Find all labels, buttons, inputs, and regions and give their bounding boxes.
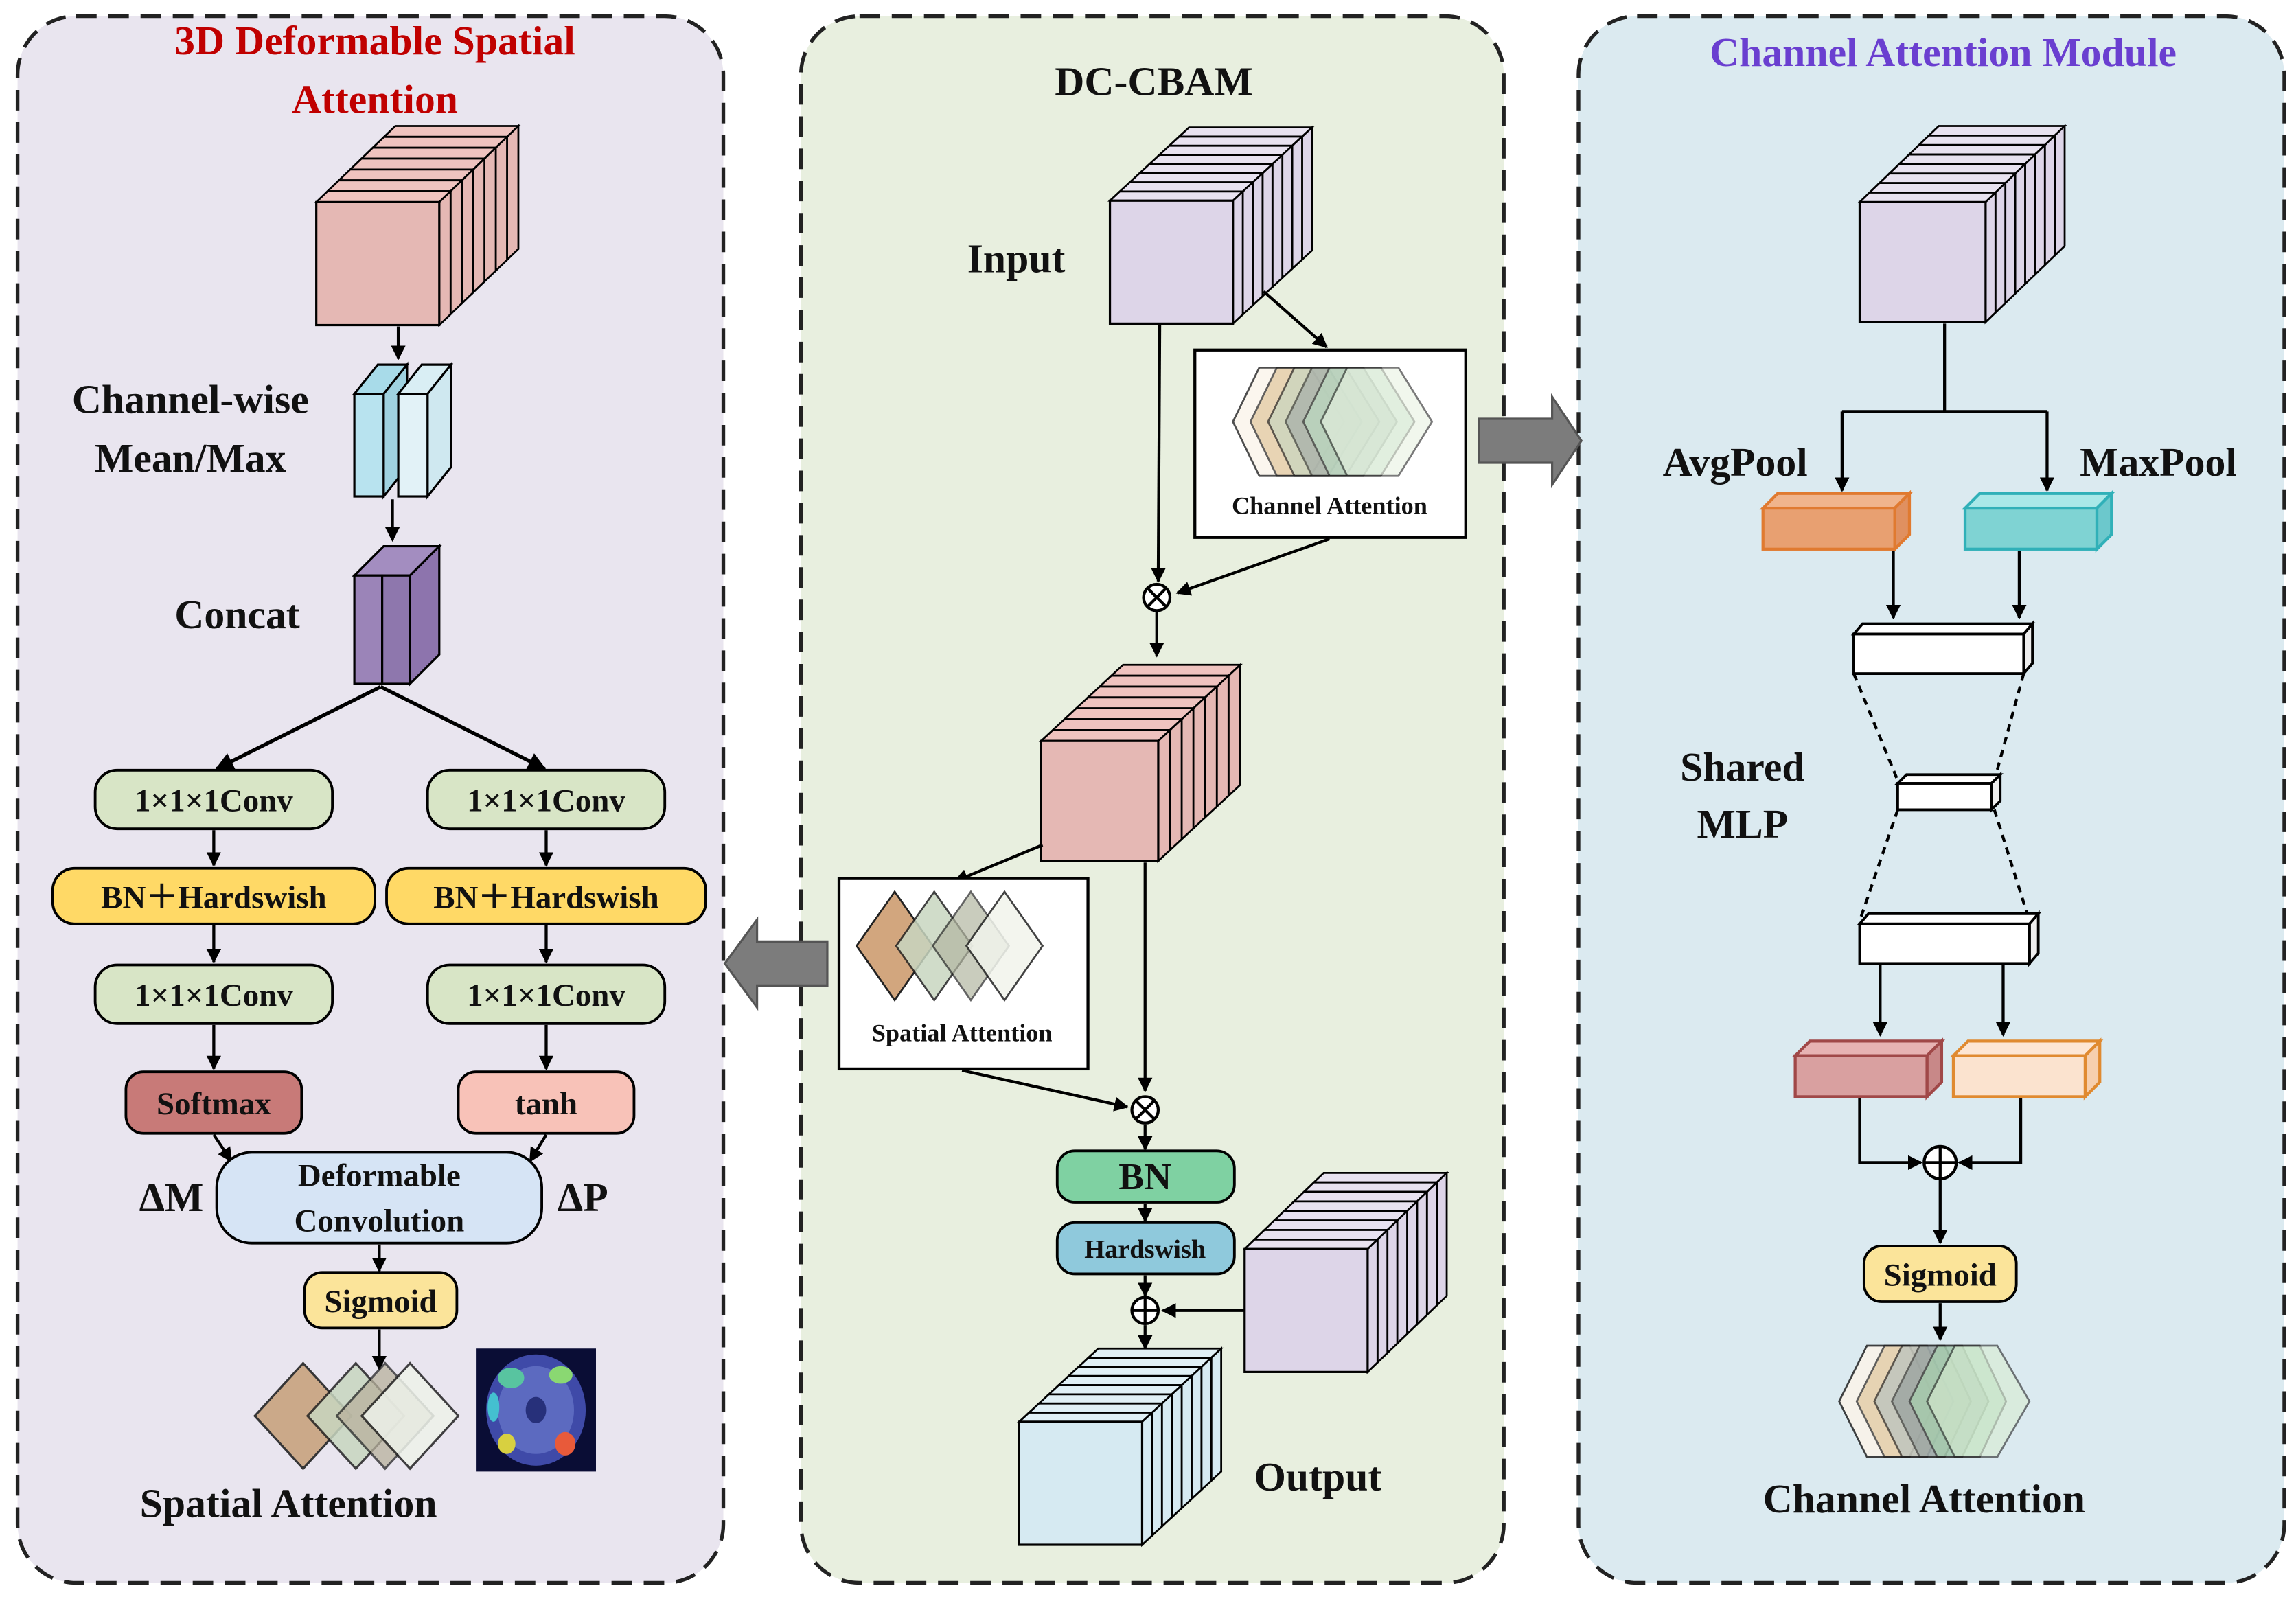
middle-intermediate-feature-stack xyxy=(1038,663,1243,864)
tanh-label: tanh xyxy=(515,1086,577,1122)
arrow-channel-att-to-mult xyxy=(1175,537,1331,596)
arrow-feature-to-spatial-att xyxy=(953,843,1044,884)
shared-mlp-label-line1: Shared xyxy=(1680,744,1804,790)
deformable-label-line1: Deformable xyxy=(298,1158,461,1194)
arrow-input-to-channel-att xyxy=(1263,290,1328,349)
multiply-icon-1 xyxy=(1142,582,1172,612)
channel-attention-box-label: Channel Attention xyxy=(1232,492,1427,520)
left-conv1-box xyxy=(93,768,334,831)
concat-block xyxy=(352,543,442,687)
multiply-icon-2 xyxy=(1130,1095,1160,1125)
shared-mlp-label-line2: MLP xyxy=(1697,801,1789,847)
left-conv1-label: 1×1×1Conv xyxy=(135,783,293,819)
maxpool-vector xyxy=(1961,490,2115,553)
middle-input-feature-stack xyxy=(1107,125,1315,326)
deformable-convolution-box xyxy=(215,1151,544,1245)
right-conv2-label: 1×1×1Conv xyxy=(467,978,625,1013)
channel-wise-label-line1: Channel-wise xyxy=(72,376,309,422)
softmax-box xyxy=(124,1070,303,1135)
right-bn-hardswish-label: BN＋Hardswish xyxy=(433,879,658,915)
arrow-tanh-deform xyxy=(529,1134,548,1163)
delta-m-label: ΔM xyxy=(139,1175,204,1220)
mlp-output-avg xyxy=(1791,1037,1946,1101)
spatial-attention-label: Spatial Attention xyxy=(140,1481,437,1526)
middle-hardswish-label: Hardswish xyxy=(1084,1235,1206,1264)
arrow-softmax-deform xyxy=(212,1134,233,1163)
middle-output-feature-stack xyxy=(1016,1346,1224,1548)
right-conv2-box xyxy=(426,963,667,1025)
arrow-spatial-att-to-mult xyxy=(961,1068,1129,1112)
middle-bn-label: BN xyxy=(1118,1155,1171,1197)
shared-mlp xyxy=(1850,620,2041,967)
channel-attention-hexagons xyxy=(1838,1344,2031,1458)
middle-hardswish-box xyxy=(1055,1221,1236,1276)
left-title-line2: Attention xyxy=(292,76,458,122)
softmax-label: Softmax xyxy=(157,1086,271,1122)
right-conv1-label: 1×1×1Conv xyxy=(467,783,625,819)
input-label: Input xyxy=(967,236,1066,281)
deformable-label-line2: Convolution xyxy=(295,1204,465,1239)
right-input-feature-stack xyxy=(1857,124,2067,325)
arrow-concat-to-right-conv xyxy=(380,685,547,771)
arrow-input-down xyxy=(1151,325,1166,583)
concat-label: Concat xyxy=(174,592,300,637)
right-title: Channel Attention Module xyxy=(1710,30,2177,75)
line-max-to-add xyxy=(1958,1098,2023,1171)
left-panel xyxy=(15,14,726,1585)
left-bn-hardswish-label: BN＋Hardswish xyxy=(101,879,326,915)
arrow-to-channel-module xyxy=(1478,393,1583,489)
spatial-attention-box-diamonds xyxy=(855,890,1044,1002)
middle-title: DC-CBAM xyxy=(1055,59,1253,104)
avgpool-vector xyxy=(1759,490,1914,553)
channel-mean-max-blocks xyxy=(352,361,454,500)
left-bn-hardswish-box xyxy=(51,866,376,925)
line-avg-to-add xyxy=(1858,1098,1923,1171)
right-sigmoid-label: Sigmoid xyxy=(1884,1258,1997,1293)
middle-residual-feature-stack xyxy=(1242,1171,1449,1374)
add-icon-middle xyxy=(1130,1296,1160,1326)
avgpool-label: AvgPool xyxy=(1663,439,1808,485)
tanh-box xyxy=(457,1070,636,1135)
arrow-concat-to-left-conv xyxy=(215,685,382,771)
right-bn-hardswish-box xyxy=(385,866,707,925)
arrow-to-spatial-module xyxy=(723,916,829,1011)
left-conv2-label: 1×1×1Conv xyxy=(135,978,293,1013)
channel-wise-label-line2: Mean/Max xyxy=(95,435,286,481)
left-title-line1: 3D Deformable Spatial xyxy=(174,18,575,63)
right-sigmoid-box xyxy=(1862,1245,2018,1303)
brain-heatmap-image xyxy=(476,1348,596,1472)
maxpool-label: MaxPool xyxy=(2080,439,2237,485)
middle-bn-box xyxy=(1055,1149,1236,1204)
left-conv2-box xyxy=(93,963,334,1025)
right-conv1-box xyxy=(426,768,667,831)
left-input-feature-stack xyxy=(314,124,521,327)
channel-attention-label: Channel Attention xyxy=(1763,1476,2085,1521)
left-sigmoid-box xyxy=(303,1271,459,1330)
spatial-attention-maps xyxy=(253,1361,460,1471)
left-sigmoid-label: Sigmoid xyxy=(324,1284,437,1320)
add-icon-right xyxy=(1922,1144,1958,1180)
delta-p-label: ΔP xyxy=(558,1175,608,1220)
output-label: Output xyxy=(1254,1454,1381,1499)
spatial-attention-box-label: Spatial Attention xyxy=(872,1019,1053,1046)
mlp-output-max xyxy=(1949,1037,2104,1101)
channel-attention-hex-icons xyxy=(1232,366,1434,477)
